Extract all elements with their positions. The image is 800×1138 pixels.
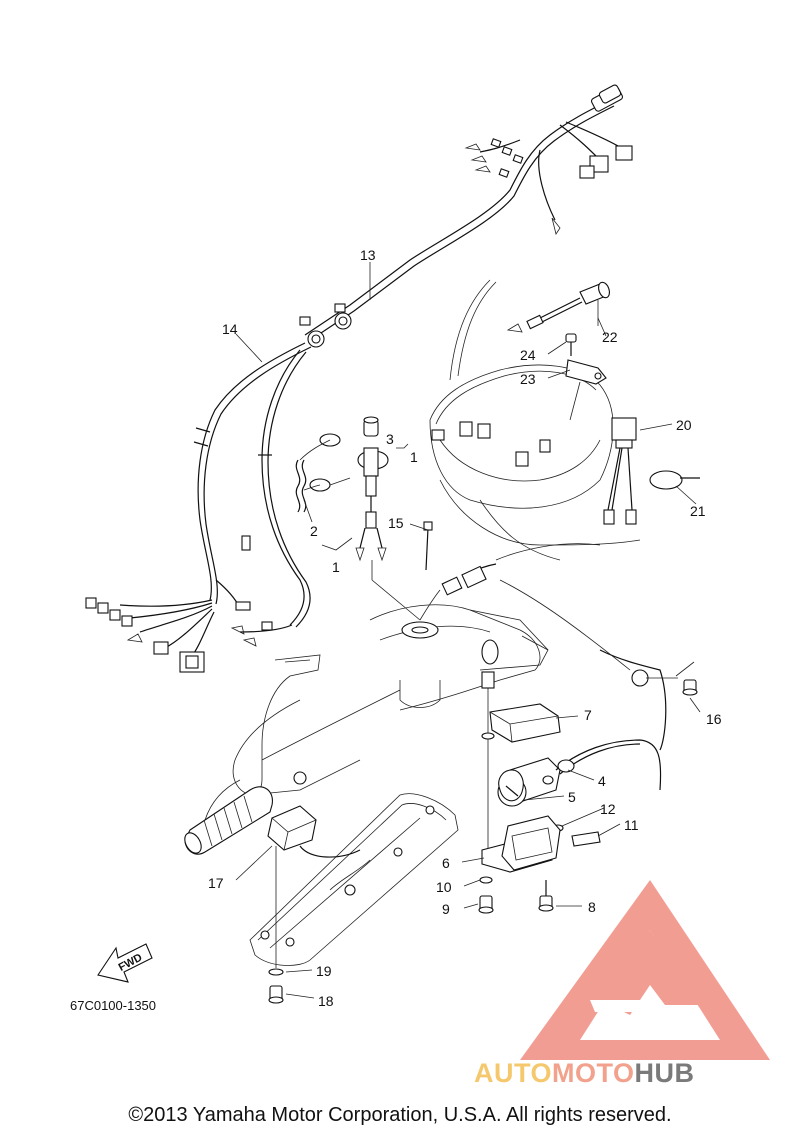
callout-21: 21 (690, 503, 706, 519)
callout-leaders (235, 262, 701, 999)
brand-auto: AUTO (474, 1058, 553, 1088)
callout-24: 24 (520, 347, 536, 363)
callout-12: 12 (600, 801, 616, 817)
callout-1: 1 (332, 559, 340, 575)
part-11-screw (571, 831, 601, 847)
callout-4: 4 (598, 773, 606, 789)
callout-16: 16 (706, 711, 722, 727)
steering-handle (184, 604, 549, 855)
part-10-washer (479, 876, 493, 884)
callout-5: 5 (568, 789, 576, 805)
callout-13: 13 (360, 247, 376, 263)
fwd-arrow-icon: FWD (97, 943, 153, 983)
callout-labels: 1 1 2 3 4 5 6 7 8 9 10 11 12 13 14 15 16… (208, 247, 722, 1009)
callout-23: 23 (520, 371, 536, 387)
part-2-coil-lead (295, 433, 351, 513)
part-3-plunger-switch (321, 416, 421, 621)
callout-14: 14 (222, 321, 238, 337)
callout-11: 11 (624, 817, 639, 833)
part-18-bolt (268, 985, 284, 1004)
callout-8: 8 (588, 899, 596, 915)
drawing-code: 67C0100-1350 (70, 998, 157, 1013)
watermark-logo-icon (520, 880, 770, 1060)
part-21-clamp (649, 470, 700, 490)
wire-harness-14 (85, 342, 312, 673)
callout-1b: 1 (410, 449, 418, 465)
copyright-notice: ©2013 Yamaha Motor Corporation, U.S.A. A… (128, 1104, 672, 1126)
part-19-washer (268, 968, 284, 976)
callout-22: 22 (602, 329, 618, 345)
callout-2: 2 (310, 523, 318, 539)
brand-moto: MOTO (552, 1058, 635, 1088)
callout-15: 15 (388, 515, 404, 531)
callout-7: 7 (584, 707, 592, 723)
callout-20: 20 (676, 417, 692, 433)
callout-3: 3 (386, 431, 394, 447)
callout-17: 17 (208, 875, 224, 891)
part-7-cover (489, 703, 561, 743)
part-20-connector (603, 417, 637, 525)
callout-10: 10 (436, 879, 452, 895)
part-23-bracket (565, 359, 607, 421)
lower-bracket-plate (249, 793, 459, 966)
part-17-switch (267, 805, 361, 968)
callout-9: 9 (442, 901, 450, 917)
brand-hub: HUB (634, 1058, 695, 1088)
part-5-holder (501, 815, 561, 871)
fwd-label: FWD (117, 952, 145, 974)
watermark-brand-text: AUTOMOTOHUB (474, 1058, 695, 1089)
part-9-bolt (478, 895, 494, 914)
part-4-main-switch (497, 739, 662, 807)
callout-18: 18 (318, 993, 334, 1009)
wire-harness-13 (299, 84, 633, 348)
callout-6: 6 (442, 855, 450, 871)
part-24-screw (565, 333, 577, 356)
wire-to-steering (419, 543, 601, 621)
part-8-screw (538, 880, 554, 912)
callout-19: 19 (316, 963, 332, 979)
part-22-sensor (506, 281, 610, 333)
